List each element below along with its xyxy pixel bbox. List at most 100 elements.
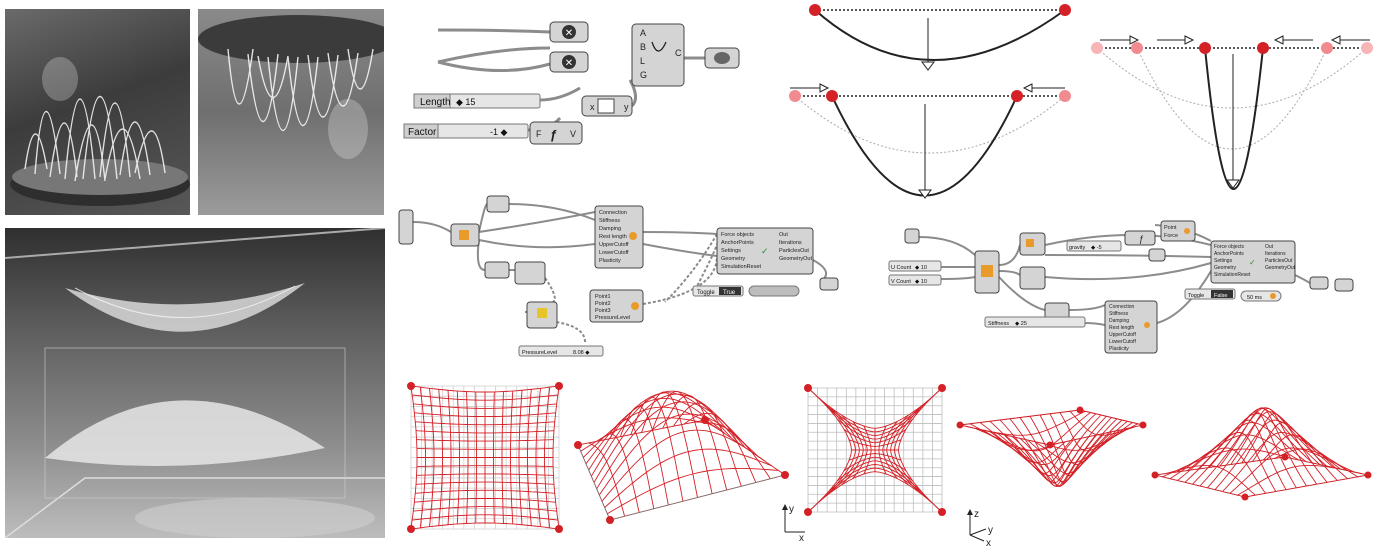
kangaroo-solver-2[interactable]: Force objects AnchorPoints Settings Geom… [1210, 240, 1296, 284]
solver-input-anchor: AnchorPoints [721, 240, 754, 246]
pressure-label: PressureLevel [522, 350, 557, 356]
gravity-arrow-icon [921, 61, 935, 71]
kangaroo-solver[interactable]: Force objects AnchorPoints Settings Geom… [716, 227, 814, 275]
unit-z-node[interactable]: ƒ [1124, 230, 1156, 246]
preview-node[interactable] [704, 47, 740, 69]
axis-z-label: z [974, 509, 979, 520]
toggle-node[interactable]: Toggle True [692, 285, 744, 297]
output-node-3[interactable] [1334, 278, 1354, 292]
load-input-force: Force [1164, 233, 1178, 239]
solver-output-iterations: Iterations [1265, 251, 1286, 257]
push-arrow-icon [1022, 83, 1033, 93]
svg-text:✕: ✕ [565, 58, 573, 69]
output-node[interactable] [819, 277, 839, 291]
solver-output-out: Out [1265, 244, 1274, 250]
input-a: A [640, 28, 646, 38]
solver-input-reset: SimulationReset [1214, 272, 1251, 278]
deconstruct-node[interactable] [450, 223, 480, 247]
vcount-slider[interactable]: V Count ◆ 10 [888, 274, 942, 286]
function-icon: ƒ [1139, 234, 1144, 244]
goal-input-lower: LowerCutoff [1109, 339, 1136, 345]
length-slider[interactable]: Length ◆ 15 [413, 93, 541, 109]
catenary-icon [651, 41, 667, 52]
perspective-anticlastic-standing [1151, 407, 1372, 501]
gravity-arrow-icon [1226, 179, 1240, 189]
solver-input-settings: Settings [721, 248, 741, 254]
expression-node[interactable]: x y [581, 95, 633, 117]
ucount-label: U Count [891, 265, 912, 271]
goal-length-component-2[interactable]: Connection Stiffness Damping Rest length… [1104, 300, 1158, 354]
ucount-slider[interactable]: U Count ◆ 10 [888, 260, 942, 272]
bounds-node[interactable] [486, 195, 510, 213]
factor-value: -1 ◆ [490, 127, 508, 137]
stiffness-slider[interactable]: Stiffness ◆ 25 [984, 316, 1086, 328]
factor-label: Factor [408, 127, 437, 138]
push-arrow-icon [1330, 35, 1341, 45]
length-node[interactable] [484, 261, 510, 279]
sort-node[interactable] [514, 261, 546, 285]
timer-node[interactable] [748, 285, 800, 297]
goal-input-lower: LowerCutoff [599, 250, 629, 256]
stiffness-value: ◆ 25 [1015, 321, 1027, 327]
photo-membrane-model [5, 228, 385, 538]
anchor-point [1199, 42, 1211, 54]
solver-output-iterations: Iterations [779, 240, 802, 246]
solver-input-settings: Settings [1214, 258, 1233, 264]
goal-input-plasticity: Plasticity [599, 258, 621, 264]
load-icon [1184, 228, 1190, 234]
gh-definition-catenary: ✕ ✕ A B L G C Length ◆ 15 x y Factor -1 … [403, 21, 740, 145]
solver-input-force: Force objects [721, 232, 754, 238]
gh-definition-membrane: Connection Stiffness Damping Rest length… [398, 195, 839, 357]
load-component[interactable]: Point Force [1160, 220, 1196, 242]
perspective-anticlastic-hanging [956, 406, 1147, 487]
goal-input-damping: Damping [1109, 318, 1129, 324]
anchor-point [1059, 4, 1071, 16]
catenary-diagram-narrow [1091, 35, 1373, 190]
function-icon: ƒ [550, 127, 557, 142]
gravity-value: ◆ -5 [1091, 245, 1102, 251]
point-list-node[interactable] [526, 301, 558, 329]
goal-length-component[interactable]: Connection Stiffness Damping Rest length… [594, 205, 644, 269]
gravity-arrow-icon [918, 189, 932, 199]
goal-input-plasticity: Plasticity [1109, 346, 1129, 352]
anchor-node[interactable] [1148, 248, 1166, 262]
function-node[interactable]: F V ƒ [529, 121, 583, 145]
length-value: ◆ 15 [456, 97, 475, 107]
goal-input-connection: Connection [599, 210, 627, 216]
gravity-slider[interactable]: gravity ◆ -5 [1066, 240, 1122, 252]
expr-x: x [590, 102, 595, 112]
solver-input-geometry: Geometry [1214, 265, 1236, 271]
push-arrow-icon [1129, 35, 1140, 45]
pressure-value: 8.08 ◆ [573, 350, 590, 356]
toggle-node-2[interactable]: Toggle False [1184, 288, 1236, 300]
mute-node-1[interactable]: ✕ [549, 21, 589, 43]
gravity-label: gravity [1069, 245, 1085, 251]
anchor-point-original [789, 90, 801, 102]
load-input-point: Point [1164, 225, 1177, 231]
svg-text:✕: ✕ [565, 28, 573, 39]
input-l: L [640, 56, 645, 66]
pressure-slider[interactable]: PressureLevel 8.08 ◆ [518, 345, 604, 357]
pressure-component[interactable]: Point1 Point2 Point3 PressureLevel [589, 289, 644, 323]
surface-node[interactable] [904, 228, 920, 244]
spring-icon [629, 232, 637, 240]
factor-slider[interactable]: Factor -1 ◆ [403, 123, 529, 139]
mesh-node[interactable] [398, 209, 414, 245]
goal-input-stiffness: Stiffness [1109, 311, 1129, 317]
goal-input-stiffness: Stiffness [599, 218, 620, 224]
axis-x-label: x [986, 538, 991, 547]
catenary-component[interactable]: A B L G C [631, 23, 685, 87]
expr-y: y [624, 102, 629, 112]
edges-node[interactable] [1019, 266, 1046, 290]
deconstruct-mesh-node[interactable] [1019, 232, 1046, 256]
anchor-point [826, 90, 838, 102]
goal-input-rest-length: Rest length [599, 234, 627, 240]
goal-input-upper: UpperCutoff [1109, 332, 1136, 338]
axis-y-label: y [988, 525, 993, 536]
mute-node-2[interactable]: ✕ [549, 51, 589, 73]
output-c: C [675, 48, 682, 58]
timer-node-2[interactable]: 50 ms [1240, 290, 1282, 302]
output-node-2[interactable] [1309, 276, 1329, 290]
mesh-surface-node[interactable] [974, 250, 1000, 294]
anchor-point [1011, 90, 1023, 102]
